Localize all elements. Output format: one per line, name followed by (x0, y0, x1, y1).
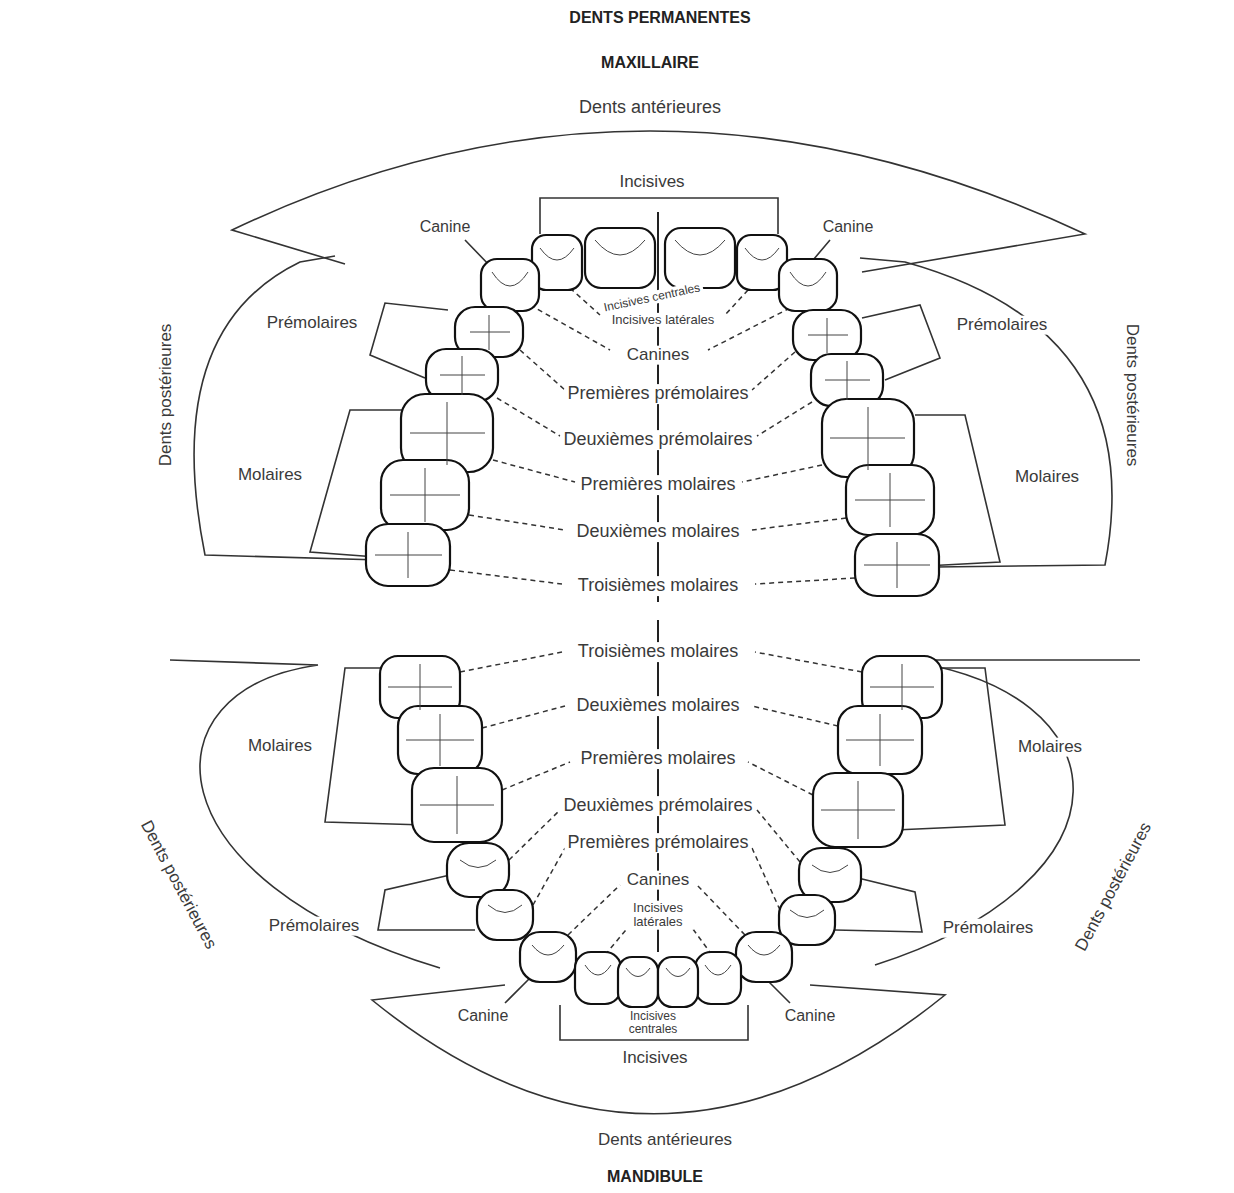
tooth-label: Prémolaires (940, 919, 1037, 938)
tooth-label: Deuxièmes molaires (573, 696, 742, 716)
tooth-label: Deuxièmes molaires (573, 522, 742, 542)
tooth-label: Premières molaires (577, 475, 738, 495)
teeth (366, 228, 942, 1007)
tooth-label: Canines (624, 871, 692, 890)
tooth-label: Molaires (1012, 468, 1082, 487)
tooth-label: Canines (624, 346, 692, 365)
tooth-label: Incisives (619, 1049, 690, 1068)
chart-title: DENTS PERMANENTES (566, 9, 753, 27)
tooth-label: Deuxièmes prémolaires (560, 430, 755, 450)
tooth-label: Molaires (245, 737, 315, 756)
tooth-label: Dents postérieures (1123, 321, 1142, 470)
tooth-label: Canine (417, 218, 474, 236)
tooth-label: Premières molaires (577, 749, 738, 769)
tooth-label: Dents antérieures (576, 98, 724, 118)
tooth-label: Dents postérieures (1071, 817, 1157, 957)
tooth-label: Dents postérieures (157, 321, 176, 470)
tooth-label: Dents antérieures (595, 1131, 735, 1150)
tooth-label: Incisives (616, 173, 687, 192)
tooth-label: Canine (820, 218, 877, 236)
tooth-label: Prémolaires (954, 316, 1051, 335)
dashed-leaders (450, 288, 862, 955)
tooth-label: Incisives centrales (613, 1010, 693, 1036)
tooth-label: Molaires (1015, 738, 1085, 757)
jaw-heading: MAXILLAIRE (598, 54, 702, 72)
tooth-label: Premières prémolaires (564, 833, 751, 853)
tooth-label: Molaires (235, 466, 305, 485)
tooth-label: Canine (455, 1007, 512, 1025)
tooth-label: Prémolaires (266, 917, 363, 936)
tooth-label: Deuxièmes prémolaires (560, 796, 755, 816)
tooth-label: Troisièmes molaires (575, 576, 741, 596)
tooth-details (375, 240, 934, 977)
tooth-label: Incisives latérales (622, 901, 694, 930)
tooth-label: Prémolaires (264, 314, 361, 333)
tooth-label: Premières prémolaires (564, 384, 751, 404)
tooth-label: Incisives latérales (609, 313, 718, 327)
jaw-heading: MANDIBULE (604, 1168, 706, 1186)
region-outlines (170, 131, 1140, 1114)
tooth-label: Troisièmes molaires (575, 642, 741, 662)
tooth-label: Dents postérieures (135, 815, 221, 955)
tooth-label: Canine (782, 1007, 839, 1025)
